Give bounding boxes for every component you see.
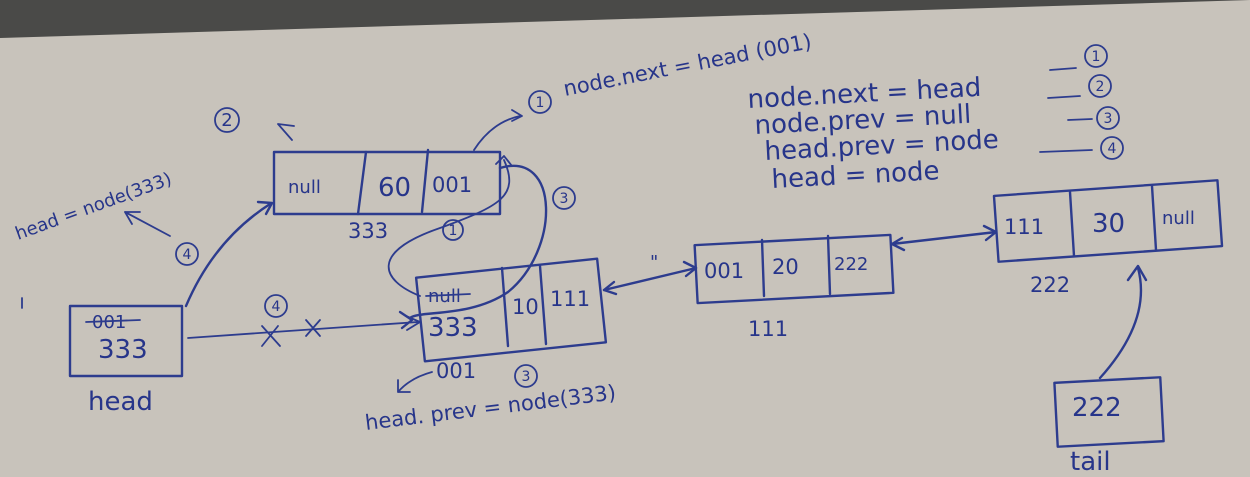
strike-line [85,319,141,323]
head-box [68,304,184,378]
step-number: 3 [560,191,569,207]
node-divider [538,264,548,346]
node-address: 333 [348,219,388,243]
arrowhead [1126,264,1148,282]
node-divider [1068,190,1076,258]
step-number: 4 [272,299,281,315]
step-number-circle [1096,106,1120,130]
node-divider [1150,184,1158,252]
step-number-circle [214,107,240,133]
value-field: 10 [512,295,539,319]
prev-field: 111 [1004,215,1044,239]
step-dash [1049,67,1077,71]
prev-field: 001 [704,259,744,283]
arrow-333-next-to-001 [408,164,548,320]
arrowhead [890,236,906,252]
arrowhead [398,310,414,330]
head-assign-arrow [124,211,171,237]
arrow-head-to-333 [184,202,272,308]
next-field: 222 [834,254,868,275]
link-001-111 [602,266,698,292]
step-number: 3 [522,369,531,385]
node-box [272,150,502,216]
node-divider [420,148,430,214]
step-number-circle [1100,136,1124,160]
step-number-circle [514,364,538,388]
node-address: 222 [1030,273,1070,297]
old-arrow-head-to-001 [187,321,419,339]
head-label: head [88,387,153,417]
step-number: 4 [183,247,192,263]
step-number: 4 [1108,141,1117,157]
step2-pointer-arrow [277,123,295,141]
arrow-001-prev-to-333 [387,159,511,297]
prev-field: 333 [428,313,478,343]
node-divider [826,234,832,296]
step-number: 2 [221,110,232,131]
tail-value: 222 [1072,393,1122,423]
arrowhead [256,200,274,216]
step-number: 3 [1104,111,1113,127]
node-divider [500,266,510,348]
node-box [693,233,895,305]
node-address: 111 [748,317,788,341]
quote-mark: " [650,252,658,273]
node-divider [356,150,368,216]
link-111-222 [890,230,998,246]
step-number-circle [1088,74,1112,98]
step-number-circle [1084,44,1108,68]
step-number: 1 [536,95,545,111]
steps-list: node.next = head 1 node.prev = null 2 he… [747,44,1124,195]
step1-pointer-arrow [473,115,521,151]
head-value: 333 [98,335,148,365]
next-field: null [1162,208,1195,229]
tail-box [1053,376,1165,448]
next-field: 001 [432,173,472,197]
cross-mark [305,319,321,337]
step-dash [1047,95,1081,99]
prev-assign-arrow [397,371,433,393]
step-number: 2 [1096,79,1105,95]
node-box [414,257,608,363]
arrowhead [602,280,618,296]
value-field: 20 [772,255,799,279]
step-dash [1067,118,1093,121]
old-prev-field: null [428,286,461,307]
step-number-circle [175,242,199,266]
arrowhead [511,109,523,122]
arrow-tail-to-222 [1098,266,1143,380]
node-divider [760,238,766,298]
new-node-333: null 60 001 333 [272,148,502,243]
head-pointer: 001 333 head [68,304,184,417]
head-old-value: 001 [92,312,126,333]
step-number-circle [552,186,576,210]
page-shadow [0,0,1250,38]
step-number-circle [528,90,552,114]
node-111: 001 20 222 111 [693,233,895,341]
node-address: 001 [436,359,476,383]
cross-mark [261,325,281,347]
value-field: 60 [378,173,411,203]
node-001: null 333 10 111 001 [414,257,608,383]
value-field: 30 [1092,209,1125,239]
node-box [992,179,1224,263]
tail-label: tail [1070,447,1111,477]
prev-field: null [288,177,321,198]
next-field: 111 [550,287,590,311]
tail-pointer: 222 tail [1053,376,1165,477]
node-222: 111 30 null 222 [992,179,1224,297]
step-dash [1039,149,1093,153]
step-number-circle [264,294,288,318]
arrowhead [495,155,513,167]
strike-line [425,293,471,297]
step-number: 1 [449,223,458,239]
step-number-circle [442,219,464,241]
step-number: 1 [1092,49,1101,65]
